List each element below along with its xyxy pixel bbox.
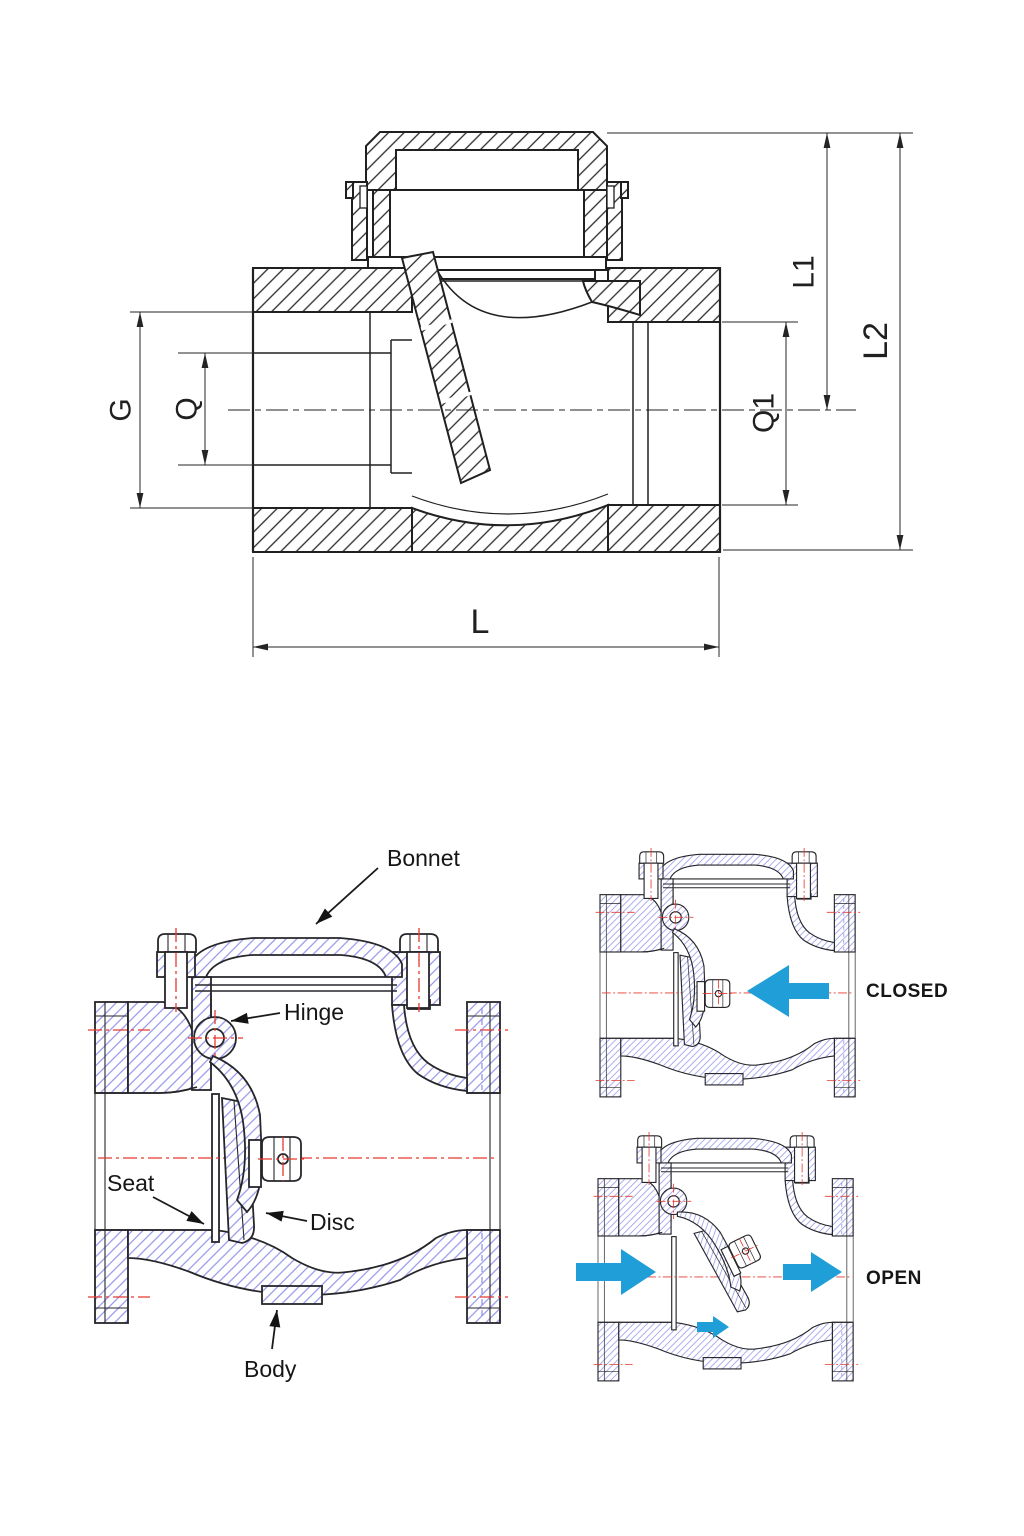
- leader-arrow-disc: [265, 1210, 308, 1222]
- dim-label-l2: L2: [857, 322, 895, 360]
- closed-flow-diagram: CLOSED: [595, 847, 948, 1098]
- part-label-hinge: Hinge: [284, 999, 344, 1025]
- leader-arrow-body: [269, 1309, 281, 1350]
- state-label-closed: CLOSED: [866, 981, 948, 1002]
- dim-label-l: L: [471, 603, 490, 641]
- flow-arrow-right-icon: [783, 1252, 842, 1292]
- flow-arrow-left-icon: [747, 965, 829, 1017]
- dim-label-q1: Q1: [748, 393, 781, 433]
- top-sectional-drawing: G Q Q1 L1 L2 L: [105, 131, 913, 657]
- cutaway-diagram: Bonnet Hinge Seat Disc Body: [87, 845, 509, 1382]
- open-flow-diagram: OPEN: [576, 1131, 922, 1382]
- cutaway-valve-body: [87, 927, 509, 1324]
- flow-arrow-small-right-icon: [697, 1316, 729, 1338]
- valve-body-section: [251, 267, 722, 553]
- closed-valve-body: [595, 847, 861, 1098]
- dimension-extension-lines: [130, 132, 913, 657]
- open-valve-disc: [675, 1185, 783, 1320]
- flow-arrow-right-icon: [576, 1249, 656, 1295]
- leader-arrow-hinge: [230, 1012, 281, 1024]
- closed-valve-disc: [671, 928, 734, 1048]
- part-label-bonnet: Bonnet: [387, 845, 461, 871]
- dim-label-g: G: [105, 398, 138, 421]
- dim-label-l1: L1: [788, 255, 821, 288]
- cutaway-valve-disc: [209, 1055, 307, 1244]
- part-label-body: Body: [244, 1356, 297, 1382]
- part-label-disc: Disc: [310, 1209, 355, 1235]
- valve-disc-section: [400, 250, 492, 485]
- dim-label-q: Q: [171, 397, 204, 420]
- valve-cap: [332, 131, 666, 282]
- state-label-open: OPEN: [866, 1268, 922, 1289]
- part-label-seat: Seat: [107, 1170, 155, 1196]
- leader-arrow-seat: [152, 1196, 205, 1225]
- leader-arrow-bonnet: [315, 867, 379, 925]
